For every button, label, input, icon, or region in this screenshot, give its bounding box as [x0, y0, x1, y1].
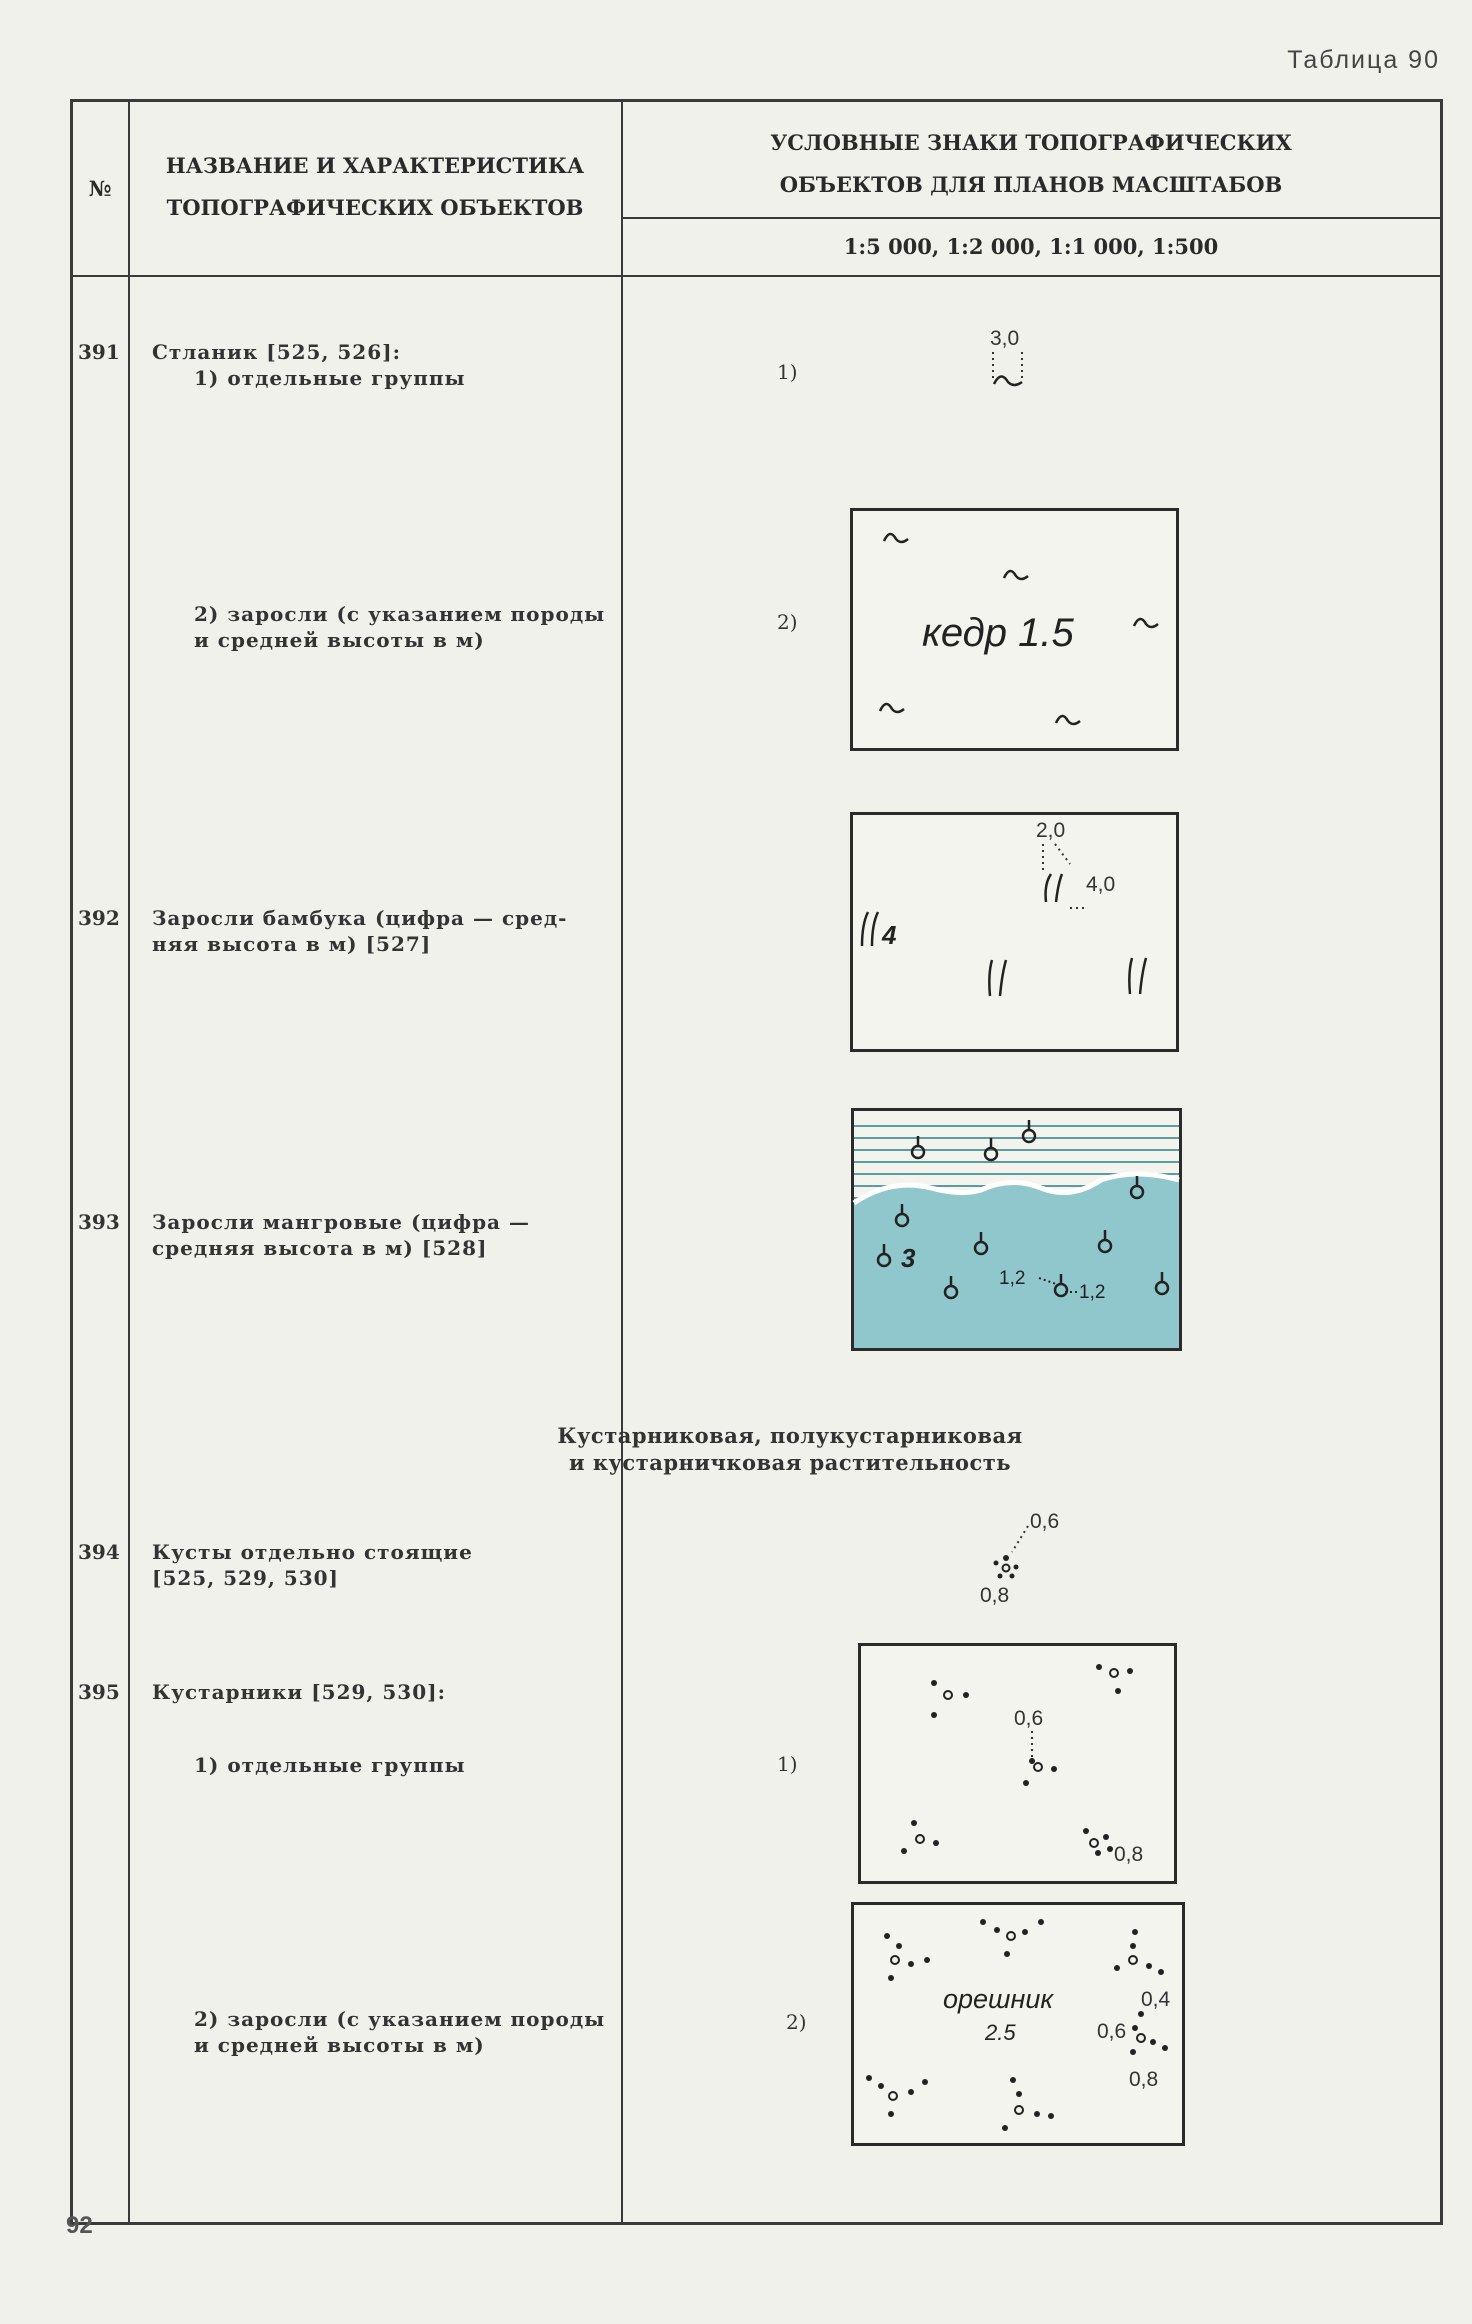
section-title-line1: Кустарниковая, полукустарниковая	[557, 1423, 1023, 1448]
thicket-dim-c: 0,4	[1141, 1988, 1171, 2011]
row-393-line2: средняя высота в м) [528]	[152, 1236, 488, 1260]
column-divider-2	[621, 99, 623, 2225]
thicket-species-label: орешник	[943, 1984, 1054, 2014]
shrub-thicket-box: орешник 2.5 0,4 0,6 0,8	[851, 1902, 1185, 2146]
shrub-group	[901, 1820, 939, 1854]
mangrove-water-fill	[854, 1174, 1179, 1348]
single-bush-symbol: 0,6 0,8	[980, 1510, 1059, 1607]
thicket-height-label: 2.5	[984, 2020, 1016, 2045]
bamboo-height-label: 4	[881, 920, 897, 950]
row-number-394: 394	[78, 1540, 120, 1564]
header-signs-line1: УСЛОВНЫЕ ЗНАКИ ТОПОГРАФИЧЕСКИХ	[770, 130, 1292, 155]
shrub-dim-b: 0,8	[1114, 1843, 1143, 1866]
row-395-sub2-line1: 2) заросли (с указанием породы	[194, 2007, 606, 2031]
shrub-group	[1114, 1929, 1164, 1975]
bamboo-glyph	[860, 911, 880, 947]
row-391-marker-1: 1)	[777, 360, 798, 384]
thicket-dim-e: 0,8	[1129, 2068, 1158, 2091]
row-395-sub1: 1) отдельные группы	[194, 1753, 466, 1777]
row-number-392: 392	[78, 906, 120, 930]
row-393-line1: Заросли мангровые (цифра —	[152, 1210, 530, 1234]
shoreline	[852, 1171, 1180, 1206]
shrub-group	[1002, 2077, 1054, 2131]
section-title: Кустарниковая, полукустарниковая и куста…	[500, 1422, 1080, 1476]
row-391-title: Стланик [525, 526]:	[152, 340, 401, 364]
stlanik-glyph	[1002, 569, 1029, 581]
mangrove-dim-a: 1,2	[999, 1268, 1025, 1289]
stlanik-glyph	[882, 532, 909, 544]
mangrove-box: 3 1,2 1,2	[851, 1108, 1182, 1351]
row-395-marker-2: 2)	[786, 2010, 807, 2034]
shrub-group	[866, 2075, 928, 2117]
stlanik-glyph	[1132, 617, 1159, 629]
bamboo-glyph	[1128, 957, 1148, 995]
bamboo-glyph	[988, 959, 1008, 997]
table-label: Таблица 90	[1287, 46, 1440, 74]
bamboo-glyph	[1044, 873, 1064, 903]
header-scales: 1:5 000, 1:2 000, 1:1 000, 1:500	[843, 234, 1219, 259]
bamboo-dim-a: 2,0	[1036, 819, 1065, 842]
bush-dim-b: 0,8	[980, 1584, 1009, 1607]
table-border-top	[70, 99, 1442, 102]
row-number-391: 391	[78, 340, 120, 364]
bush-dim-a: 0,6	[1030, 1510, 1059, 1533]
stlanik-single-symbol: 3,0	[990, 327, 1023, 387]
row-391-marker-2: 2)	[777, 610, 798, 634]
stlanik-thicket-box: кедр 1.5	[850, 508, 1179, 751]
header-signs-line2: ОБЪЕКТОВ ДЛЯ ПЛАНОВ МАСШТАБОВ	[779, 172, 1283, 197]
shrub-dim-a: 0,6	[1014, 1707, 1043, 1730]
header-bottom-rule	[70, 275, 1442, 277]
shrub-group	[931, 1680, 969, 1718]
row-391-sub2-line1: 2) заросли (с указанием породы	[194, 602, 606, 626]
page-number: 92	[66, 2212, 93, 2239]
row-395-marker-1: 1)	[777, 1752, 798, 1776]
header-object-name: НАЗВАНИЕ И ХАРАКТЕРИСТИКА ТОПОГРАФИЧЕСКИ…	[135, 145, 615, 229]
shrub-groups-box: 0,6 0,8	[858, 1643, 1177, 1884]
row-395-title: Кустарники [529, 530]:	[152, 1680, 446, 1704]
shrub-group	[1096, 1664, 1133, 1694]
header-object-name-line2: ТОПОГРАФИЧЕСКИХ ОБЪЕКТОВ	[166, 195, 584, 220]
row-394-line1: Кусты отдельно стоящие	[152, 1540, 473, 1564]
mangrove-dim-b: 1,2	[1079, 1282, 1105, 1303]
table-border-bottom	[70, 2222, 1442, 2225]
stlanik-species-label: кедр 1.5	[922, 611, 1075, 655]
header-number: №	[88, 176, 112, 201]
row-392-line1: Заросли бамбука (цифра — сред-	[152, 906, 568, 930]
column-divider-1	[128, 99, 130, 2225]
shrub-group	[1130, 2011, 1168, 2055]
header-signs: УСЛОВНЫЕ ЗНАКИ ТОПОГРАФИЧЕСКИХ ОБЪЕКТОВ …	[625, 122, 1437, 206]
stlanik-glyph	[992, 375, 1023, 387]
shrub-group	[980, 1919, 1044, 1957]
shrub-group	[1083, 1828, 1113, 1856]
shrub-group	[884, 1933, 930, 1981]
header-scale-rule	[621, 217, 1442, 219]
row-number-393: 393	[78, 1210, 120, 1234]
row-391-sub2-line2: и средней высоты в м)	[194, 628, 485, 652]
section-title-line2: и кустарничковая растительность	[568, 1450, 1012, 1475]
row-number-395: 395	[78, 1680, 120, 1704]
row-395-sub2-line2: и средней высоты в м)	[194, 2033, 485, 2057]
mangrove-height-label: 3	[901, 1243, 916, 1273]
shrub-group	[1023, 1758, 1057, 1786]
row-394-line2: [525, 529, 530]	[152, 1566, 340, 1590]
bamboo-dim-b: 4,0	[1086, 873, 1115, 896]
header-object-name-line1: НАЗВАНИЕ И ХАРАКТЕРИСТИКА	[165, 153, 585, 178]
stlanik-glyph	[878, 702, 905, 714]
stlanik-dim-label: 3,0	[990, 327, 1019, 350]
bamboo-thicket-box: 2,0 4,0 4	[850, 812, 1179, 1052]
mangrove-glyphs	[876, 1120, 1170, 1300]
table-border-right	[1440, 99, 1443, 2225]
stlanik-glyph	[1054, 714, 1081, 726]
row-391-sub1: 1) отдельные группы	[194, 366, 466, 390]
table-border-left	[70, 99, 73, 2225]
thicket-dim-d: 0,6	[1097, 2020, 1126, 2043]
row-392-line2: няя высота в м) [527]	[152, 932, 432, 956]
